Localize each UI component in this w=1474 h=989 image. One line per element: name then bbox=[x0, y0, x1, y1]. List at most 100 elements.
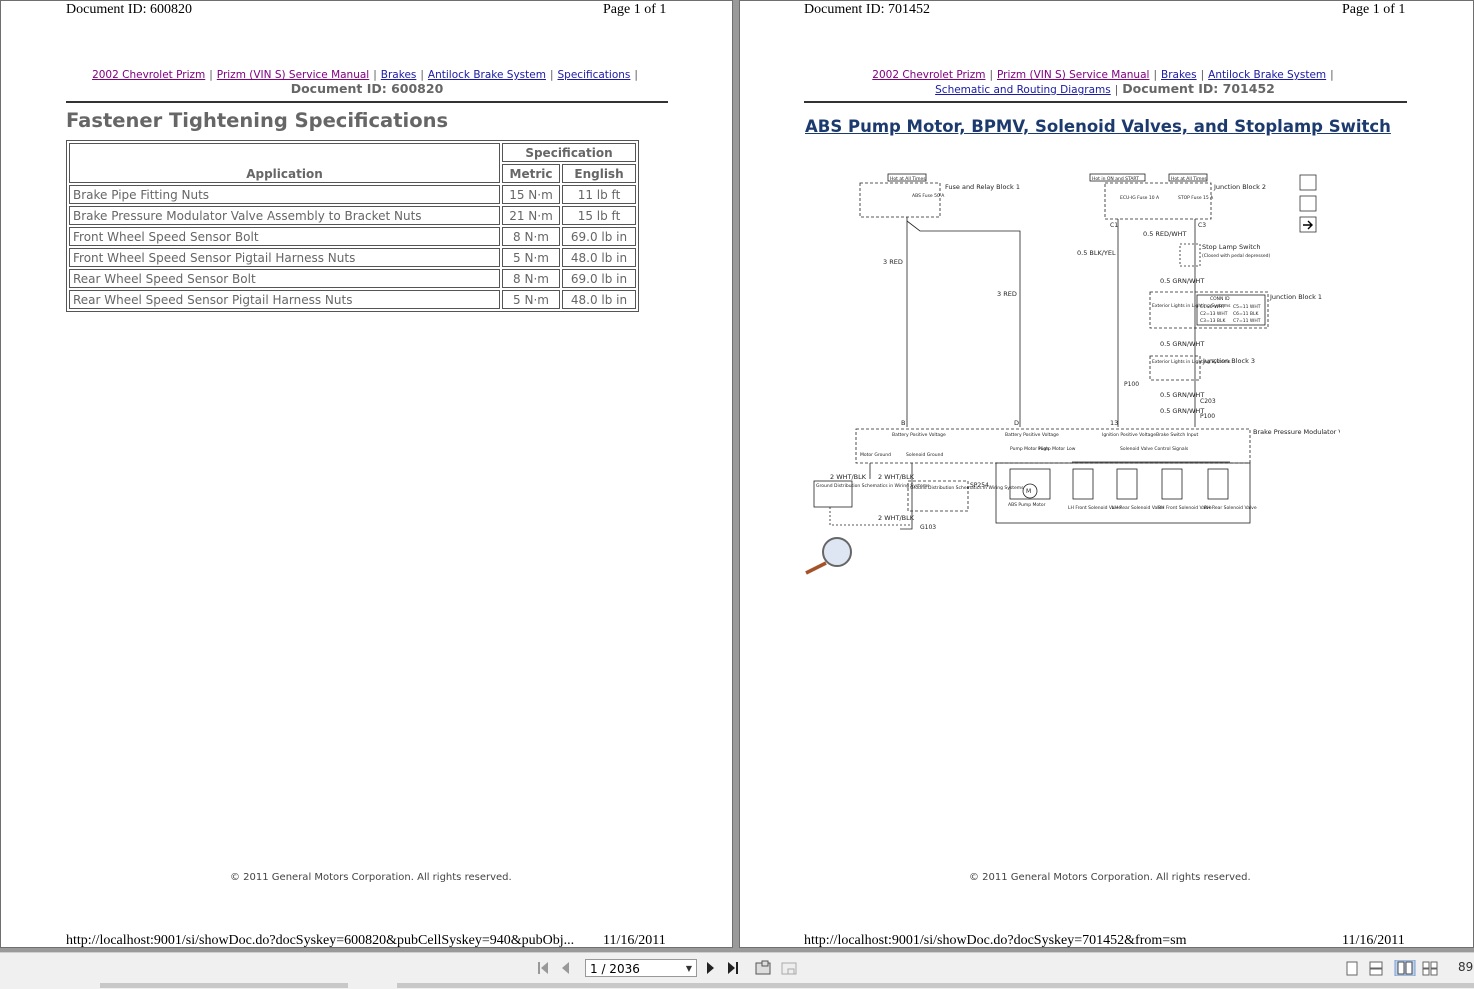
cell-metric: 5 N·m bbox=[502, 248, 560, 267]
wire-label-grn-wht: 0.5 GRN/WHT bbox=[1160, 340, 1204, 348]
nav-next-last-group bbox=[707, 960, 797, 975]
cell-metric: 15 N·m bbox=[502, 185, 560, 204]
breadcrumb-link-manual[interactable]: Prizm (VIN S) Service Manual bbox=[997, 69, 1150, 81]
doc-id-header: Document ID: 600820 bbox=[66, 2, 192, 17]
conn-c6-label: C6=11 BLK bbox=[1233, 311, 1260, 317]
page-layout-group bbox=[1346, 960, 1438, 976]
breadcrumb-link-model[interactable]: 2002 Chevrolet Prizm bbox=[92, 69, 206, 81]
facing-pages-icon[interactable] bbox=[1394, 960, 1416, 976]
junction-block-3-label: Junction Block 3 bbox=[1202, 357, 1255, 365]
last-page-icon[interactable] bbox=[728, 962, 738, 974]
cell-application: Rear Wheel Speed Sensor Pigtail Harness … bbox=[69, 290, 500, 309]
abs-pump-motor-label: ABS Pump Motor bbox=[1008, 502, 1046, 508]
previous-view-icon[interactable] bbox=[755, 960, 771, 975]
page-label: Page 1 of 1 bbox=[1342, 2, 1406, 17]
next-page-icon[interactable] bbox=[707, 962, 714, 974]
col-header-specification: Specification bbox=[502, 143, 636, 162]
page-number-field[interactable]: 1 / 2036 ▼ bbox=[585, 959, 697, 977]
document-page-left: Document ID: 600820 Page 1 of 1 2002 Che… bbox=[0, 0, 733, 948]
cell-metric: 8 N·m bbox=[502, 227, 560, 246]
cell-english: 69.0 lb in bbox=[562, 227, 636, 246]
ignition-positive-label: Ignition Positive Voltage bbox=[1102, 432, 1156, 438]
breadcrumb-link-specifications[interactable]: Specifications bbox=[557, 69, 631, 81]
wire-label-wht-blk: 2 WHT/BLK bbox=[878, 473, 915, 481]
pin-d-label: D bbox=[1014, 419, 1019, 427]
cell-application: Brake Pipe Fitting Nuts bbox=[69, 185, 500, 204]
breadcrumb: 2002 Chevrolet Prizm|Prizm (VIN S) Servi… bbox=[92, 69, 638, 96]
lh-rear-valve-label: LH Rear Solenoid Valve bbox=[1112, 505, 1164, 511]
stop-lamp-note: (Closed with pedal depressed) bbox=[1202, 253, 1271, 259]
first-page-icon[interactable] bbox=[538, 962, 548, 974]
conn-c3-label: C3=13 BLK bbox=[1200, 318, 1227, 324]
connector-c3-label: C3 bbox=[1198, 222, 1206, 229]
col-header-application: Application bbox=[69, 143, 500, 183]
next-view-icon[interactable] bbox=[781, 962, 797, 975]
conn-c7-label: C7=11 WHT bbox=[1233, 318, 1261, 324]
abs-fuse-label: ABS Fuse 50 A bbox=[912, 193, 945, 199]
battery-positive-label: Battery Positive Voltage bbox=[1005, 432, 1059, 438]
cell-metric: 5 N·m bbox=[502, 290, 560, 309]
ground-distribution-label: Ground Distribution Schematics in Wiring… bbox=[910, 485, 1024, 491]
wire-label-red-wht: 0.5 RED/WHT bbox=[1143, 230, 1187, 238]
col-header-metric: Metric bbox=[502, 164, 560, 183]
pin-13-label: 13 bbox=[1110, 419, 1118, 427]
wire-label-wht-blk: 2 WHT/BLK bbox=[878, 514, 915, 522]
conn-id-label: CONN ID bbox=[1210, 296, 1230, 302]
breadcrumb-link-manual[interactable]: Prizm (VIN S) Service Manual bbox=[216, 69, 370, 81]
wire-label-grn-wht: 0.5 GRN/WHT bbox=[1160, 277, 1204, 285]
doc-id-line: Document ID: 701452 bbox=[1122, 81, 1275, 96]
horizontal-scrollbar[interactable] bbox=[397, 983, 1474, 988]
breadcrumb-link-brakes[interactable]: Brakes bbox=[380, 69, 417, 81]
connector-c1-label: C1 bbox=[1110, 222, 1118, 229]
page-label: Page 1 of 1 bbox=[603, 2, 667, 17]
motor-ground-label: Motor Ground bbox=[860, 452, 891, 458]
ground-g103-label: G103 bbox=[920, 524, 936, 531]
cell-application: Front Wheel Speed Sensor Bolt bbox=[69, 227, 500, 246]
magnifier-zoom-icon[interactable] bbox=[805, 537, 852, 575]
pump-motor-low-label: Pump Motor Low bbox=[1038, 446, 1076, 452]
footer-url: http://localhost:9001/si/showDoc.do?docS… bbox=[66, 933, 575, 948]
doc-id-header: Document ID: 701452 bbox=[804, 2, 930, 17]
conn-c2-label: C2=13 WHT bbox=[1200, 311, 1228, 317]
connector-p100-label: P100 bbox=[1200, 413, 1215, 420]
connector-c203-label: C203 bbox=[1200, 398, 1216, 405]
table-row: Brake Pressure Modulator Valve Assembly … bbox=[69, 206, 636, 225]
chevron-down-icon[interactable]: ▼ bbox=[685, 964, 692, 973]
copyright-notice: © 2011 General Motors Corporation. All r… bbox=[969, 872, 1251, 883]
previous-page-icon[interactable] bbox=[562, 962, 569, 974]
breadcrumb-link-abs[interactable]: Antilock Brake System bbox=[427, 69, 546, 81]
continuous-page-icon[interactable] bbox=[1369, 961, 1383, 976]
cell-english: 11 lb ft bbox=[562, 185, 636, 204]
table-row: Brake Pipe Fitting Nuts 15 N·m 11 lb ft bbox=[69, 185, 636, 204]
page-title[interactable]: ABS Pump Motor, BPMV, Solenoid Valves, a… bbox=[805, 117, 1391, 136]
zoom-level[interactable]: 89 bbox=[1458, 960, 1474, 974]
wire-label-blk-yel: 0.5 BLK/YEL bbox=[1077, 249, 1116, 257]
cell-english: 48.0 lb in bbox=[562, 290, 636, 309]
breadcrumb-link-abs[interactable]: Antilock Brake System bbox=[1208, 69, 1327, 81]
doc-id-line: Document ID: 600820 bbox=[290, 81, 444, 96]
continuous-facing-icon[interactable] bbox=[1422, 961, 1438, 976]
schematic-legend-icon[interactable] bbox=[1299, 174, 1317, 191]
junction-block-1-label: Junction Block 1 bbox=[1269, 293, 1322, 301]
breadcrumb-link-brakes[interactable]: Brakes bbox=[1161, 69, 1197, 81]
header-divider bbox=[66, 101, 668, 103]
wire-label-wht-blk: 2 WHT/BLK bbox=[830, 473, 867, 481]
table-row: Rear Wheel Speed Sensor Pigtail Harness … bbox=[69, 290, 636, 309]
copyright-notice: © 2011 General Motors Corporation. All r… bbox=[230, 872, 512, 883]
spec-table: Application Specification Metric English… bbox=[66, 140, 639, 312]
stop-lamp-switch-label: Stop Lamp Switch bbox=[1202, 243, 1260, 251]
breadcrumb-link-schematics[interactable]: Schematic and Routing Diagrams bbox=[935, 84, 1111, 96]
schematic-symbols-icon[interactable] bbox=[1299, 195, 1317, 212]
wire-label-3red: 3 RED bbox=[883, 258, 903, 266]
footer-url: http://localhost:9001/si/showDoc.do?docS… bbox=[804, 933, 1187, 948]
motor-m-label: M bbox=[1026, 488, 1031, 495]
page-number-value: 1 / 2036 bbox=[590, 962, 640, 976]
breadcrumb-link-model[interactable]: 2002 Chevrolet Prizm bbox=[872, 69, 986, 81]
single-page-icon[interactable] bbox=[1346, 961, 1358, 976]
cell-metric: 21 N·m bbox=[502, 206, 560, 225]
ecu-ig-fuse-label: ECU-IG Fuse 10 A bbox=[1120, 195, 1160, 201]
exterior-lights-label: Exterior Lights in Lighting Systems bbox=[1152, 303, 1231, 309]
cell-metric: 8 N·m bbox=[502, 269, 560, 288]
cell-english: 69.0 lb in bbox=[562, 269, 636, 288]
horizontal-scrollbar[interactable] bbox=[100, 983, 348, 988]
